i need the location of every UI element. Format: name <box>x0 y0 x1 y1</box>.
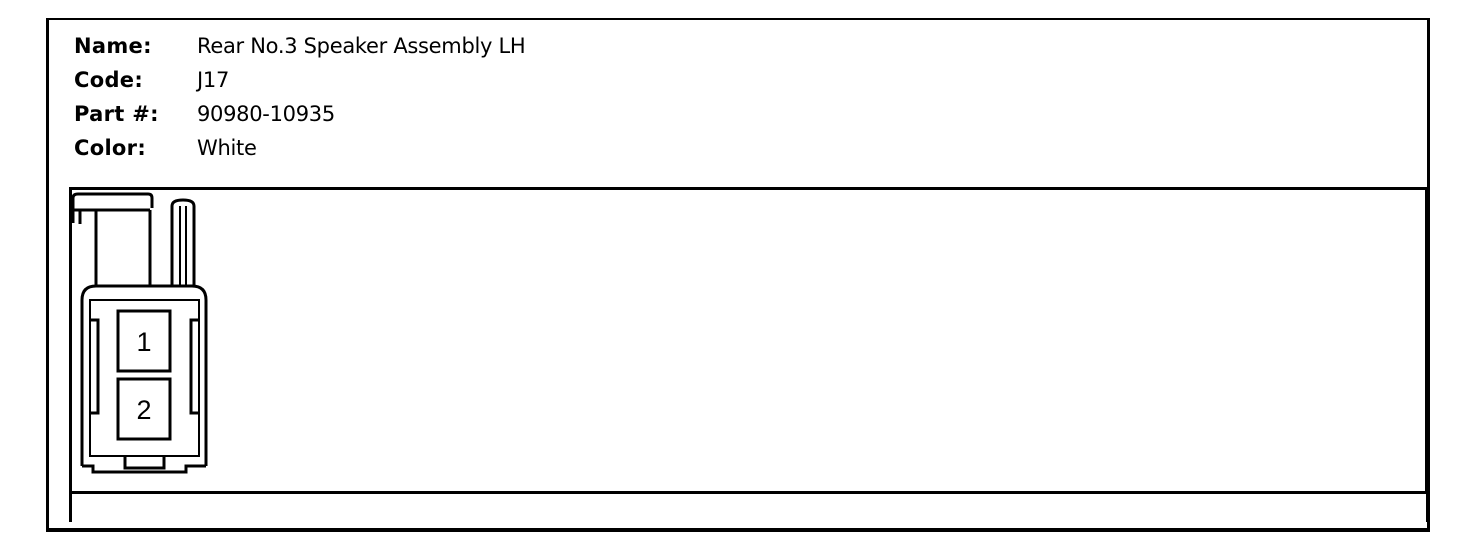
pin-1-cavity <box>116 309 172 373</box>
connector-diagram-panel <box>69 187 1429 494</box>
housing-inner <box>89 299 200 457</box>
name-label: Name: <box>74 34 152 58</box>
part-number-row: Part #: 90980-10935 <box>74 97 525 131</box>
footer-strip <box>69 493 1429 522</box>
part-number-label: Part #: <box>74 102 159 126</box>
left-side-tab <box>90 318 100 415</box>
locking-post <box>170 198 196 286</box>
color-value: White <box>197 136 257 160</box>
connector-info-table: Name: Rear No.3 Speaker Assembly LH Code… <box>74 29 526 165</box>
part-number-value: 90980-10935 <box>197 102 335 126</box>
code-row: Code: J17 <box>74 63 525 97</box>
pin-1-number: 1 <box>136 327 151 357</box>
color-label: Color: <box>74 136 147 160</box>
housing-outer <box>80 284 208 466</box>
pin-2-cavity <box>116 377 172 441</box>
right-side-tab <box>189 318 199 415</box>
bottom-notch <box>123 456 166 470</box>
locking-post-inner <box>179 206 187 286</box>
code-label: Code: <box>74 68 144 92</box>
latch-arm <box>94 208 152 286</box>
code-value: J17 <box>197 68 230 92</box>
housing-bottom <box>82 464 206 474</box>
name-value: Rear No.3 Speaker Assembly LH <box>197 34 526 58</box>
latch-outline <box>71 192 154 223</box>
name-row: Name: Rear No.3 Speaker Assembly LH <box>74 29 526 63</box>
pin-2-number: 2 <box>136 395 151 425</box>
color-row: Color: White <box>74 131 525 165</box>
connector-face-diagram: 1 2 <box>71 192 208 474</box>
